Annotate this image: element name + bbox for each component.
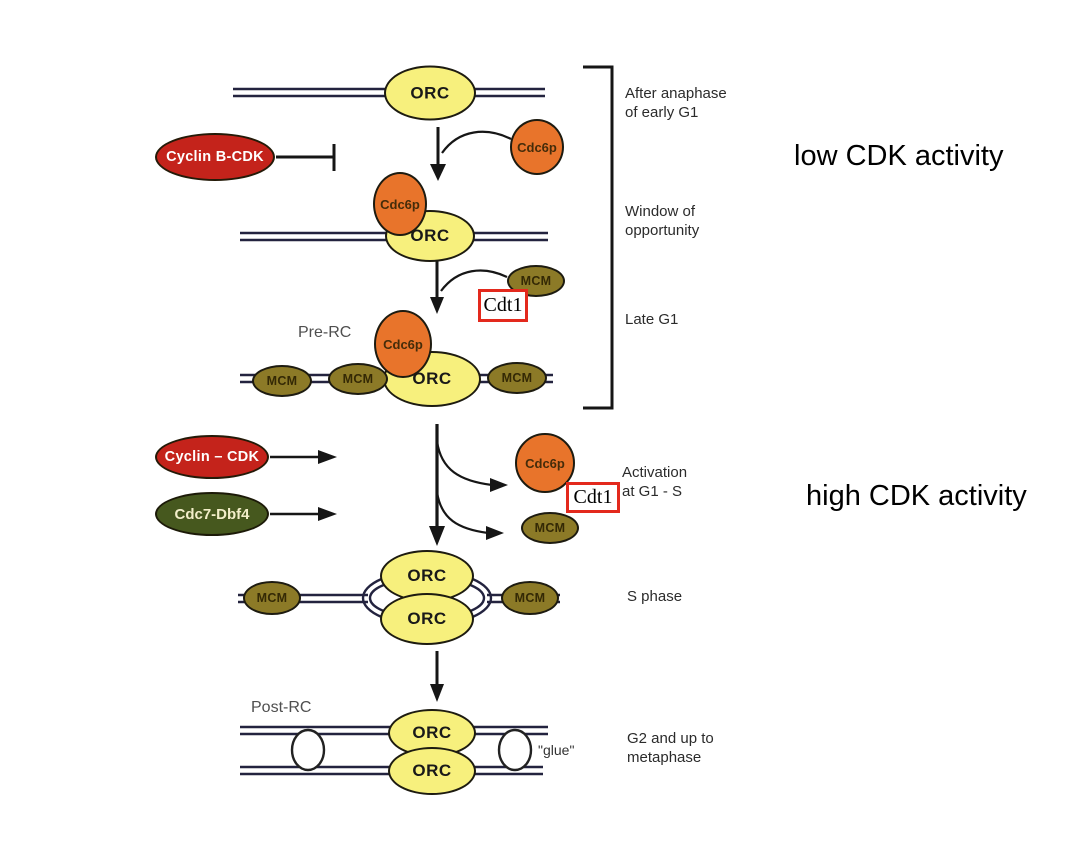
- stage-label-window: Window of opportunity: [625, 203, 699, 241]
- orc-ellipse: ORC: [383, 351, 481, 407]
- stage-label-activation: Activation at G1 - S: [622, 464, 687, 502]
- stage-line: metaphase: [627, 748, 702, 766]
- side-label-low-cdk: low CDK activity: [794, 140, 1004, 172]
- stage-line: at G1 - S: [622, 482, 683, 500]
- arrowhead: [429, 526, 445, 546]
- phase-bracket: [583, 65, 614, 410]
- orc-ellipse: ORC: [384, 65, 476, 121]
- stage-label-late-g1: Late G1: [625, 311, 679, 328]
- mcm-recruit-curve: [440, 269, 508, 292]
- cdt1-box: Cdt1: [478, 289, 528, 322]
- mcm-release-curve: [435, 491, 489, 535]
- glue-ring: [497, 728, 533, 772]
- arrowhead: [430, 684, 444, 702]
- arrowhead: [486, 526, 504, 540]
- pre-rc-label: Pre-RC: [298, 324, 352, 341]
- stage-line: of early G1: [625, 103, 699, 121]
- arrowhead: [430, 297, 444, 314]
- cdt1-box: Cdt1: [566, 482, 620, 513]
- stage-label-s-phase: S phase: [627, 588, 683, 605]
- orc-ellipse: ORC: [388, 747, 476, 795]
- inhibition-line: [276, 144, 336, 171]
- cdc6p-ellipse: Cdc6p: [373, 172, 427, 236]
- orc-ellipse: ORC: [380, 593, 474, 645]
- post-rc-label: Post-RC: [251, 699, 312, 716]
- stage-line: Activation: [622, 464, 688, 481]
- glue-ring: [290, 728, 326, 772]
- mcm-ellipse: MCM: [252, 365, 312, 397]
- side-label-high-cdk: high CDK activity: [806, 480, 1027, 512]
- arrowhead: [490, 478, 508, 492]
- orc-ellipse: ORC: [385, 210, 475, 262]
- mcm-ellipse: MCM: [501, 581, 559, 615]
- cdc6p-recruit-curve: [441, 130, 512, 154]
- cdc6p-ellipse: Cdc6p: [515, 433, 575, 493]
- cdc6p-ellipse: Cdc6p: [374, 310, 432, 378]
- mcm-ellipse: MCM: [487, 362, 547, 394]
- stage-label-after-anaphase: After anaphase of early G1: [625, 85, 727, 123]
- arrowhead: [430, 164, 446, 181]
- stage-line: After anaphase: [625, 85, 727, 102]
- arrowhead: [318, 507, 337, 521]
- stage-line: Window of: [625, 203, 696, 220]
- stage-line: G2 and up to: [627, 730, 714, 747]
- stage-label-g2: G2 and up to metaphase: [627, 730, 714, 768]
- mcm-ellipse: MCM: [521, 512, 579, 544]
- mcm-ellipse: MCM: [328, 363, 388, 395]
- cyclin-cdk-ellipse: Cyclin – CDK: [155, 435, 269, 479]
- glue-label: "glue": [538, 742, 575, 758]
- arrowhead: [318, 450, 337, 464]
- cyclin-b-cdk-ellipse: Cyclin B-CDK: [155, 133, 275, 181]
- mcm-ellipse: MCM: [243, 581, 301, 615]
- cdc7-dbf4-ellipse: Cdc7-Dbf4: [155, 492, 269, 536]
- stage-line: opportunity: [625, 221, 700, 239]
- cdc6p-release-curve: [435, 440, 493, 487]
- cdc6p-ellipse: Cdc6p: [510, 119, 564, 175]
